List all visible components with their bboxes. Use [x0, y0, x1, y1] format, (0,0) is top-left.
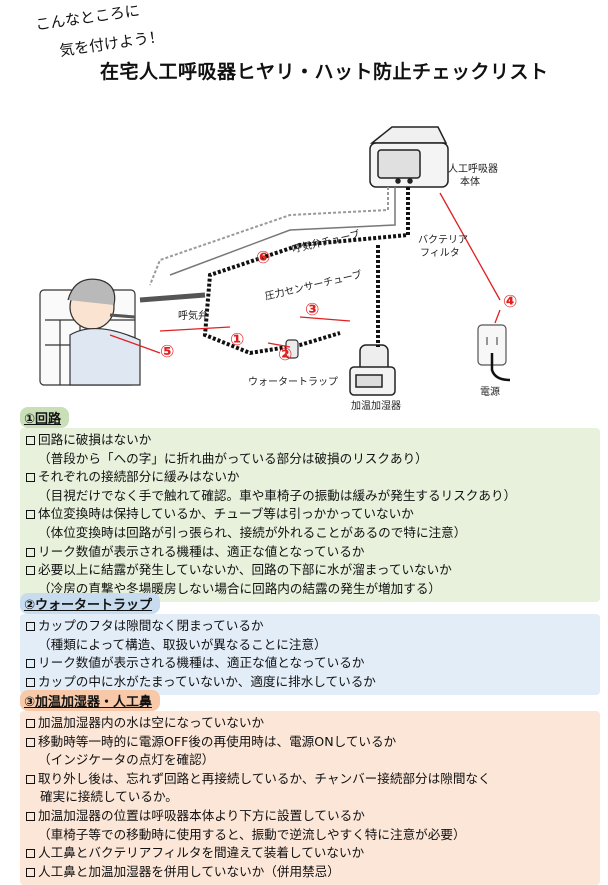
checklist-note: （普段から「への字」に折れ曲がっている部分は破損のリスクあり） — [38, 450, 428, 466]
marker-5: ⑤ — [160, 342, 175, 362]
illustration-drawing — [39, 126, 511, 396]
checklist-item: 人工鼻と加温加湿器を併用していないか（併用禁忌） — [26, 863, 594, 882]
checklist-item: 体位変換時は保持しているか、チューブ等は引っかかっていないか — [26, 505, 594, 524]
section-title: ③加温加湿器・人工鼻 — [20, 690, 161, 711]
checklist-item: カップの中に水がたまっていないか、適度に排水しているか — [26, 673, 594, 692]
section-title: ①回路 — [20, 407, 70, 428]
checkbox-icon — [26, 547, 35, 557]
checklist-note: （体位変換時は回路が引っ張られ、接続が外れることがあるので特に注意） — [38, 524, 467, 540]
checklist-note: （種類によって構造、取扱いが異なることに注意） — [38, 636, 327, 652]
checklist-item: リーク数値が表示される機種は、適正な値となっているか — [26, 654, 594, 673]
marker-arrows — [109, 192, 501, 354]
label-power: 電源 — [480, 387, 500, 398]
label-water-trap: ウォータートラップ — [248, 377, 338, 388]
label-ventilator-body-1: 人工呼吸器 — [448, 164, 498, 175]
checklist-item: 回路に破損はないか — [26, 431, 594, 450]
checklist-item: それぞれの接続部分に緩みはないか — [26, 468, 594, 487]
checklist-note: （インジケータの点灯を確認） — [38, 752, 215, 768]
marker-2: ② — [278, 345, 293, 365]
checkbox-icon — [26, 473, 35, 483]
label-humidifier: 加温加湿器 — [351, 401, 401, 412]
checklist-item: 移動時等一時的に電源OFF後の再使用時は、電源ONしているか — [26, 733, 594, 752]
checklist-item: 人工鼻とバクテリアフィルタを間違えて装着していないか — [26, 844, 594, 863]
checkbox-icon — [26, 436, 35, 445]
label-bacteria-filter-2: フィルタ — [420, 248, 460, 259]
checklist-note: 確実に接続しているか。 — [40, 789, 178, 805]
page-title: 在宅人工呼吸器ヒヤリ・ハット防止チェックリスト — [100, 61, 549, 83]
humidifier-drawing — [349, 344, 396, 396]
marker-6: ⑥ — [256, 248, 271, 268]
checkbox-icon — [26, 719, 35, 728]
ventilator-body-drawing — [369, 126, 449, 188]
checklist-item: 必要以上に結露が発生していないか、回路の下部に水が溜まっていないか — [26, 561, 594, 580]
lead-line-2: 気を付けよう！ — [58, 27, 165, 60]
label-ventilator-body-2: 本体 — [460, 177, 480, 188]
checkbox-icon — [26, 566, 35, 576]
water-trap-drawing — [285, 339, 299, 359]
checkbox-icon — [26, 849, 35, 859]
checkbox-icon — [26, 867, 35, 877]
marker-3: ③ — [305, 300, 320, 320]
patient-drawing — [67, 278, 141, 386]
checkbox-icon — [26, 659, 35, 669]
checklist-item: 加温加湿器内の水は空になっていないか — [26, 714, 594, 733]
marker-4: ④ — [503, 292, 518, 312]
section-body: 回路に破損はないか （普段から「への字」に折れ曲がっている部分は破損のリスクあり… — [20, 428, 600, 603]
label-exhalation-valve: 呼気弁 — [178, 311, 208, 322]
section-circuit: ①回路 回路に破損はないか （普段から「への字」に折れ曲がっている部分は破損のリ… — [20, 407, 600, 603]
checkbox-icon — [26, 677, 35, 687]
checkbox-icon — [26, 622, 35, 631]
label-bacteria-filter-1: バクテリア — [418, 235, 468, 246]
checkbox-icon — [26, 774, 35, 784]
section-body: カップのフタは隙間なく閉まっているか （種類によって構造、取扱いが異なることに注… — [20, 614, 600, 696]
checklist-item: リーク数値が表示される機種は、適正な値となっているか — [26, 543, 594, 562]
marker-1: ① — [230, 330, 245, 350]
circuit-tubes — [139, 187, 410, 356]
section-humidifier: ③加温加湿器・人工鼻 加温加湿器内の水は空になっていないか 移動時等一時的に電源… — [20, 690, 600, 885]
checklist-note: （冷房の直撃や冬場暖房しない場合に回路内の結露の発生が増加する） — [38, 580, 441, 596]
section-title: ②ウォータートラップ — [20, 593, 161, 614]
section-water-trap: ②ウォータートラップ カップのフタは隙間なく閉まっているか （種類によって構造、… — [20, 593, 600, 696]
checklist-item: 取り外し後は、忘れず回路と再接続しているか、チャンバー接続部分は隙間なく — [26, 770, 594, 789]
section-body: 加温加湿器内の水は空になっていないか 移動時等一時的に電源OFF後の再使用時は、… — [20, 711, 600, 885]
checklist-note: （目視だけでなく手で触れて確認。車や車椅子の振動は緩みが発生するリスクあり） — [38, 487, 517, 503]
checklist-item: 加温加湿器の位置は呼吸器本体より下方に設置しているか — [26, 807, 594, 826]
checkbox-icon — [26, 510, 35, 520]
checklist-note: （車椅子等での移動時に使用すると、振動で逆流しやすく特に注意が必要） — [38, 826, 466, 842]
checklist-item: カップのフタは隙間なく閉まっているか — [26, 617, 594, 636]
ventilator-illustration: 人工呼吸器 本体 呼気弁チューブ 圧力センサーチューブ バクテリア フィルタ 呼… — [0, 95, 608, 412]
checkbox-icon — [26, 737, 35, 747]
checkbox-icon — [26, 811, 35, 821]
header: こんなところに 気を付けよう！ 在宅人工呼吸器ヒヤリ・ハット防止チェックリスト — [0, 0, 608, 95]
power-outlet-drawing — [477, 324, 511, 382]
